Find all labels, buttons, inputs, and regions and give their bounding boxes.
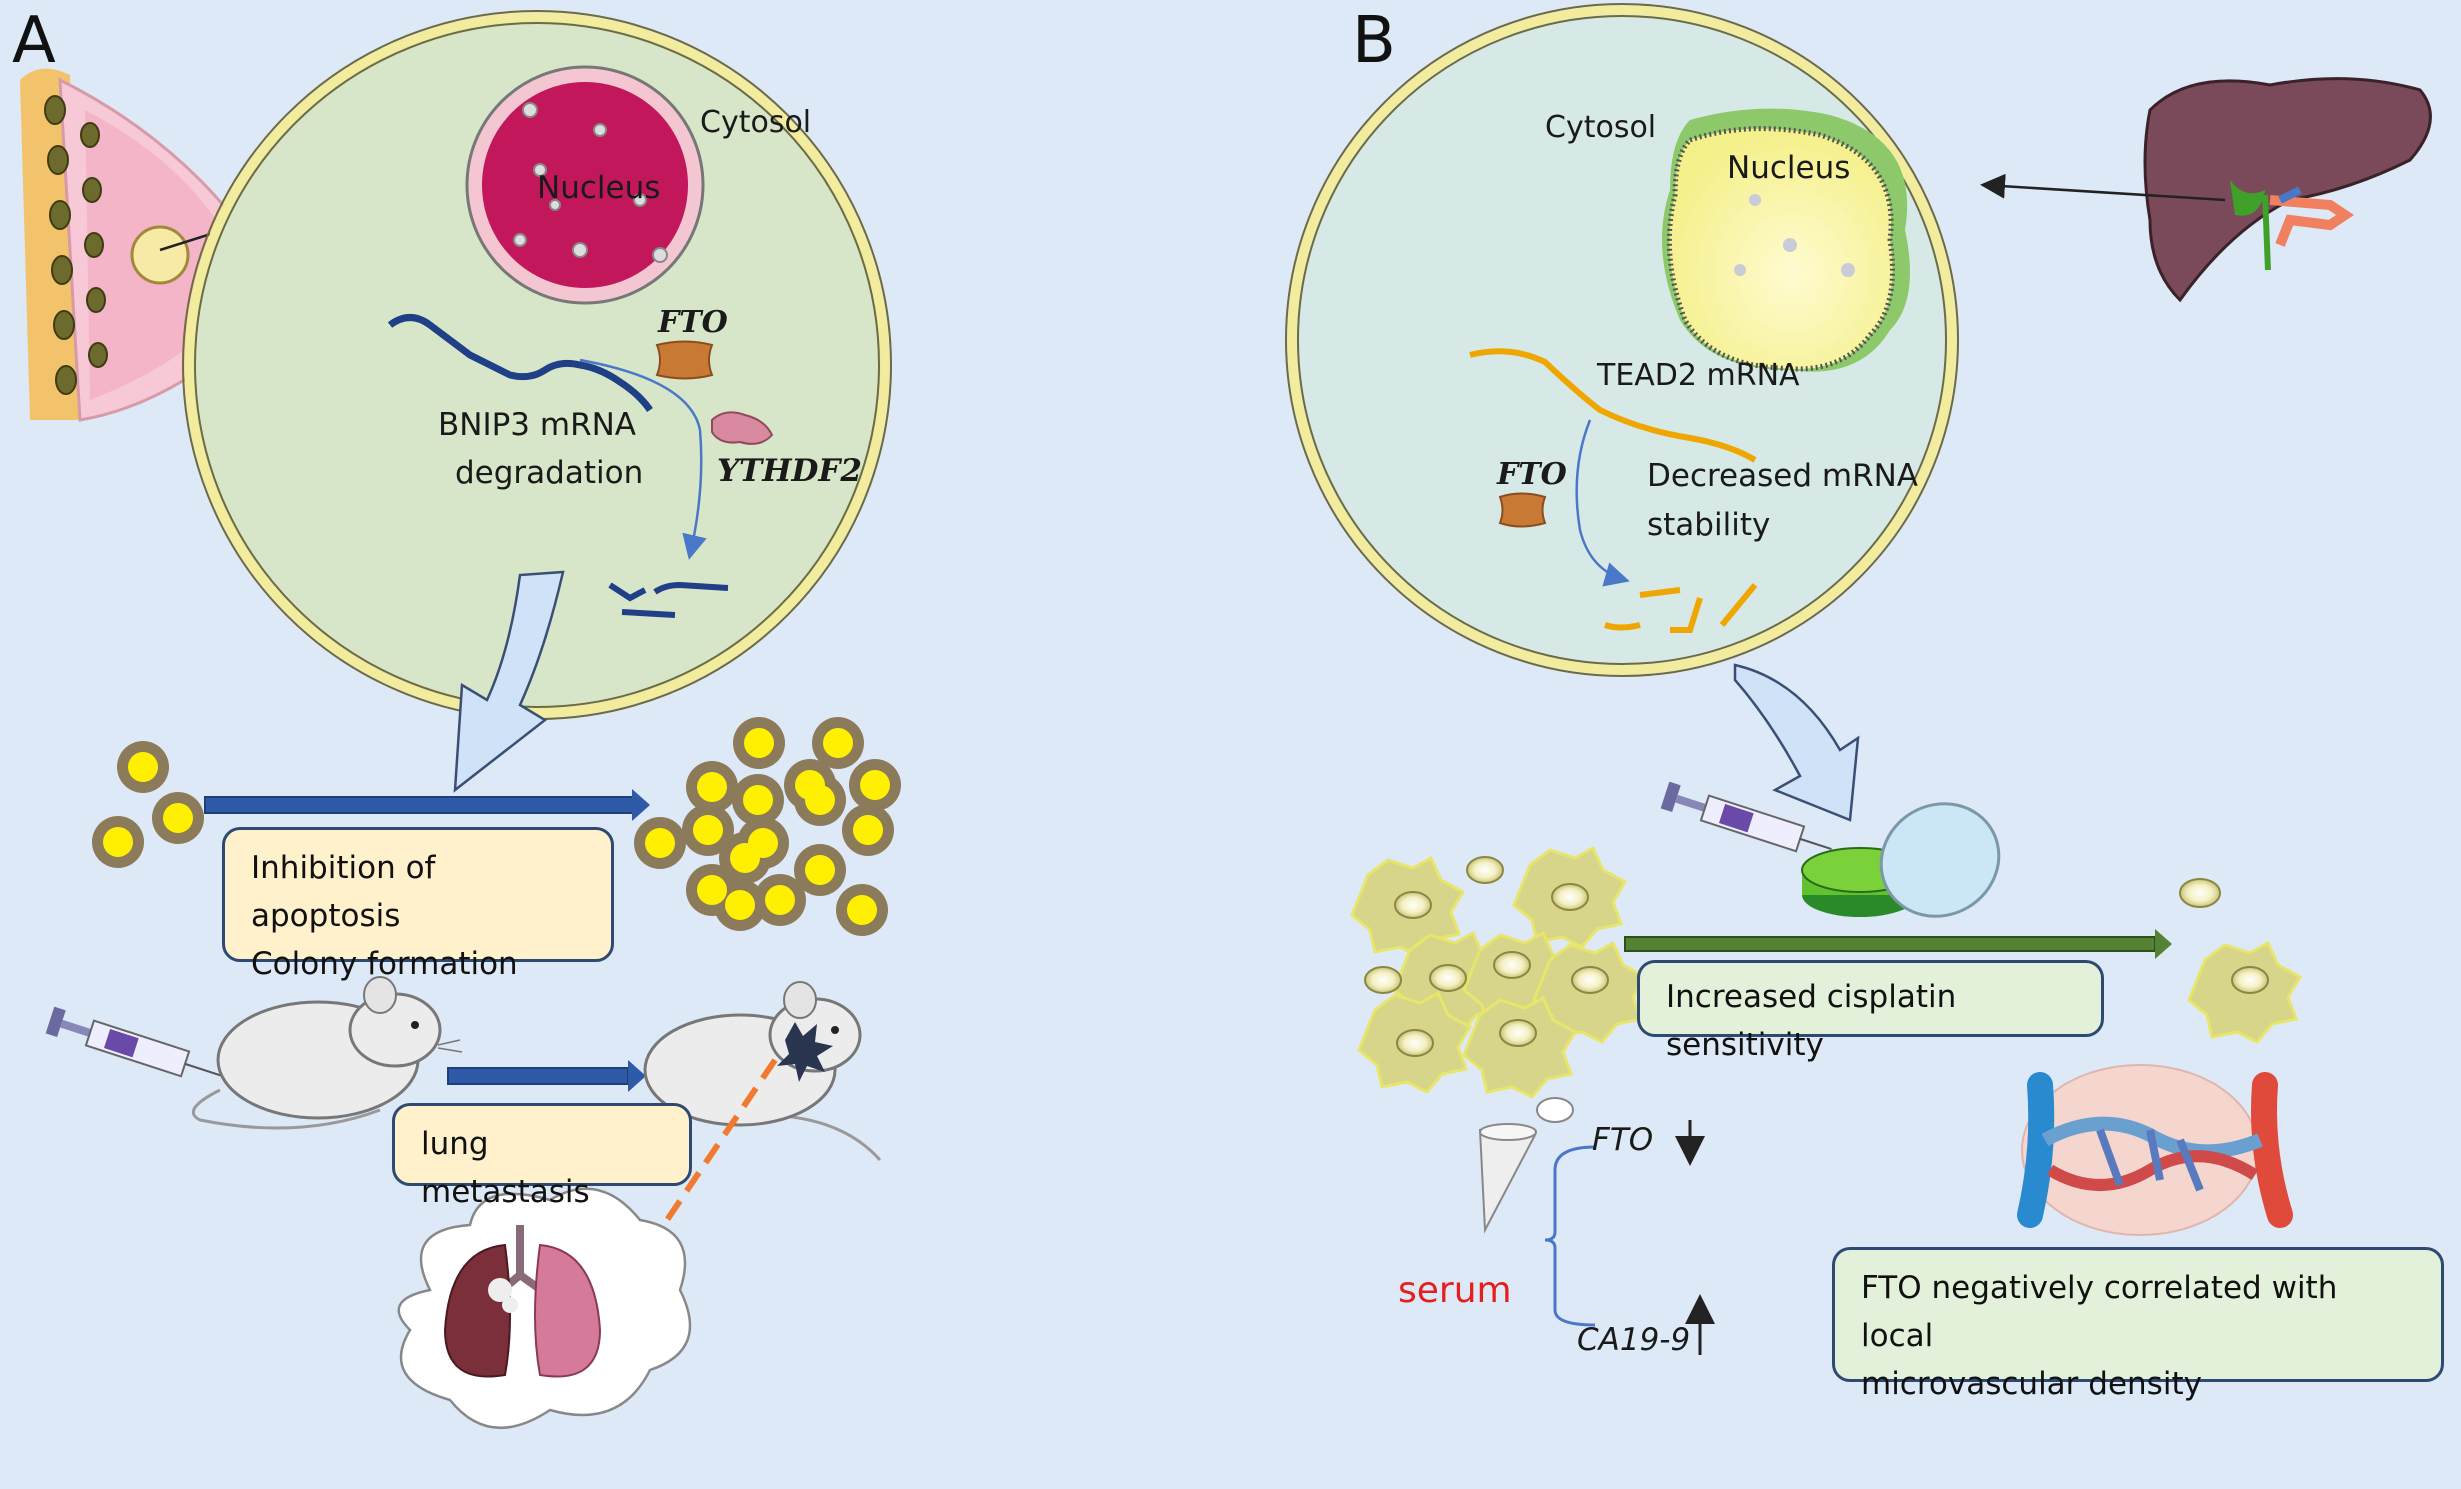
serum-label: serum bbox=[1398, 1270, 1512, 1311]
tead2-label: TEAD2 mRNA bbox=[1597, 358, 1800, 393]
liver-to-cell-arrow bbox=[1980, 173, 2226, 202]
bnip3-label-line2: degradation bbox=[455, 455, 644, 491]
mouse-1 bbox=[191, 976, 463, 1130]
decreased-label-line2: stability bbox=[1647, 507, 1771, 543]
outcome-b2-line2: microvascular density bbox=[1861, 1366, 2202, 1402]
ythdf2-label: YTHDF2 bbox=[717, 453, 862, 489]
mrna-fragments-a bbox=[608, 581, 729, 618]
outcome-box-b1: Increased cisplatin sensitivity bbox=[1637, 960, 2104, 1063]
degradation-arrow bbox=[579, 358, 707, 560]
panel-label-a: A bbox=[12, 4, 56, 78]
cancer-cells-b bbox=[1350, 845, 1648, 1099]
outcome-b2-line1: FTO negatively correlated with local bbox=[1861, 1270, 2338, 1354]
outcome-a2-text: lung metastasis bbox=[421, 1126, 590, 1210]
syringe-a bbox=[45, 1006, 232, 1080]
metastasis-dashed-line bbox=[637, 1058, 778, 1262]
petri-dish bbox=[1801, 802, 2001, 918]
cytosol-label-b: Cytosol bbox=[1545, 110, 1657, 145]
nucleus-label-a: Nucleus bbox=[537, 170, 661, 206]
big-down-arrow-a bbox=[453, 570, 565, 793]
fto-label-a: FTO bbox=[658, 305, 728, 340]
process-arrow-b1 bbox=[1624, 929, 2172, 959]
marker-bracket bbox=[1544, 1145, 1596, 1327]
nucleus-b bbox=[1662, 108, 1910, 372]
lung-cloud bbox=[397, 1187, 692, 1429]
microvessel-illustration bbox=[2017, 1064, 2293, 1236]
outcome-box-a1: Inhibition of apoptosis Colony formation bbox=[222, 827, 614, 982]
serum-tube bbox=[1478, 1097, 1574, 1234]
cytosol-label-a: Cytosol bbox=[700, 105, 812, 140]
outcome-a1-line1: Inhibition of apoptosis bbox=[251, 850, 436, 934]
bnip3-mrna bbox=[387, 314, 653, 413]
ythdf2-protein bbox=[711, 411, 774, 445]
fto-label-b: FTO bbox=[1497, 457, 1567, 492]
mrna-fragments-b bbox=[1604, 583, 1758, 633]
nucleus-a bbox=[465, 65, 705, 305]
panel-label-b: B bbox=[1352, 4, 1396, 78]
fto-protein-b bbox=[1498, 492, 1547, 528]
outcome-box-b2: FTO negatively correlated with local mic… bbox=[1832, 1247, 2444, 1402]
liver-illustration bbox=[2143, 77, 2432, 303]
fto-protein-a bbox=[655, 340, 714, 380]
cancer-cells-b-after bbox=[2179, 878, 2303, 1044]
cell-a-membrane bbox=[184, 12, 890, 718]
bnip3-label-line1: BNIP3 mRNA bbox=[438, 407, 637, 443]
stability-arrow bbox=[1575, 419, 1630, 587]
fto-marker-label: FTO bbox=[1592, 1122, 1654, 1158]
many-cells bbox=[634, 717, 901, 936]
outcome-a1-line2: Colony formation bbox=[251, 946, 518, 982]
outcome-box-a2: lung metastasis bbox=[392, 1103, 692, 1210]
mouse-2 bbox=[643, 981, 882, 1161]
syringe-b bbox=[1660, 781, 1832, 853]
nucleus-label-b: Nucleus bbox=[1727, 150, 1851, 186]
decreased-label-line1: Decreased mRNA bbox=[1647, 458, 1919, 494]
ca199-marker-label: CA19-9 bbox=[1577, 1322, 1691, 1358]
process-arrow-a1 bbox=[204, 789, 650, 821]
outcome-b1-text: Increased cisplatin sensitivity bbox=[1666, 979, 1957, 1063]
few-cells bbox=[92, 741, 204, 868]
process-arrow-a2 bbox=[447, 1060, 646, 1092]
big-down-arrow-b bbox=[1733, 663, 1860, 822]
tead2-mrna bbox=[1469, 348, 1757, 463]
